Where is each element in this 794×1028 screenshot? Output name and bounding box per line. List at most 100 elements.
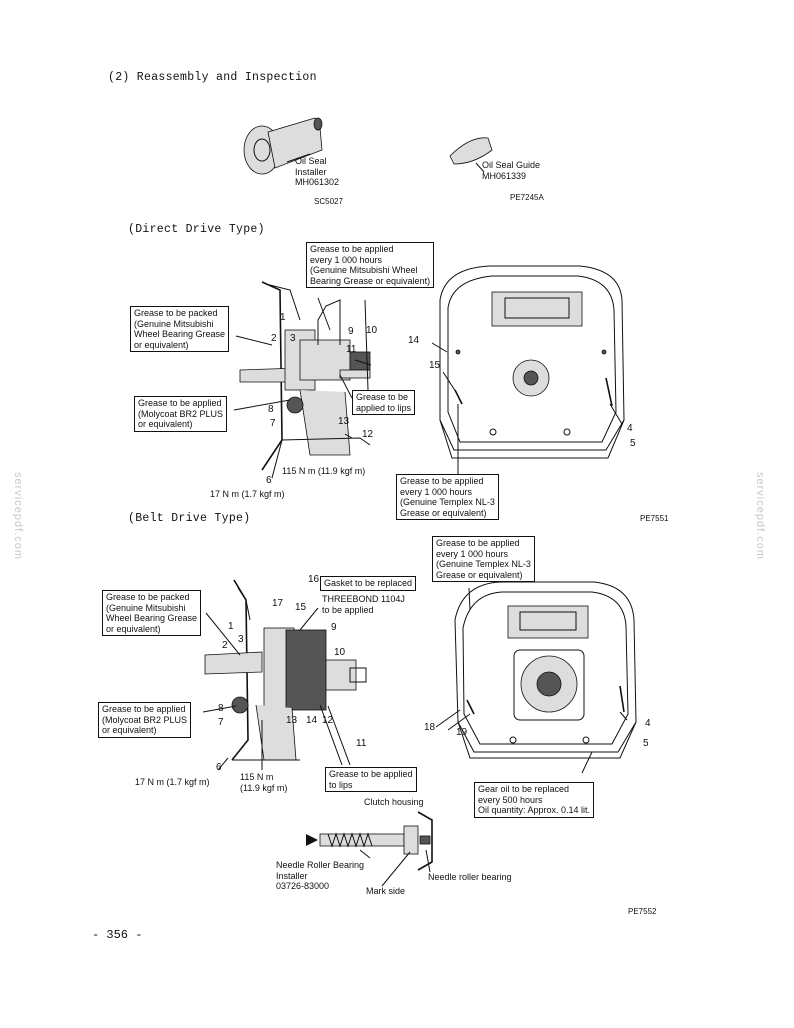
belt-drive-section-drawing [202, 579, 367, 771]
part-number-12: 12 [362, 429, 374, 440]
direct-drive-end-view-drawing [431, 265, 625, 474]
part-number-4: 4 [627, 423, 633, 434]
part-number-8: 8 [218, 703, 224, 714]
needle-bearing-installer-drawing [306, 811, 433, 887]
direct-drive-heading: (Direct Drive Type) [128, 223, 265, 236]
part-number-11: 11 [346, 344, 357, 355]
part-number-16: 16 [308, 574, 320, 585]
belt-drive-end-view-drawing [435, 581, 637, 774]
callout-line: or equivalent) [102, 725, 157, 735]
callout-line: Wheel Bearing Grease [134, 329, 226, 339]
belt-callout-templex: Grease to be applied every 1 000 hours (… [432, 536, 535, 582]
direct-torque-large: 115 N m (11.9 kgf m) [282, 466, 366, 476]
direct-callout-molycoat: Grease to be applied (Molycoat BR2 PLUS … [134, 396, 228, 432]
part-number-4: 4 [645, 718, 651, 729]
oil-seal-installer-label: Oil Seal Installer MH061302 [295, 156, 339, 188]
part-number-6: 6 [266, 475, 272, 486]
part-number-5: 5 [630, 438, 636, 449]
callout-line: Grease to be applied [102, 704, 186, 714]
callout-line: every 1 000 hours [310, 254, 383, 265]
callout-line: Grease to be packed [106, 592, 190, 602]
callout-line: or equivalent) [106, 623, 161, 634]
installer-part-number: MH061302 [295, 177, 340, 187]
callout-line: (Genuine Mitsubishi Wheel [310, 265, 418, 275]
installer-line-2: Installer [295, 166, 327, 177]
callout-line: Oil quantity: Approx. 0.14 lit. [478, 805, 591, 815]
part-number-13: 13 [338, 416, 350, 427]
part-number-10: 10 [366, 325, 378, 336]
fig-code-installer: SC5027 [314, 197, 343, 206]
part-number-19: 19 [456, 727, 468, 738]
belt-callout-gasket: Gasket to be replaced [320, 576, 417, 591]
callout-line: (Genuine Templex NL-3 [436, 559, 531, 569]
belt-callout-grease-packed: Grease to be packed (Genuine Mitsubishi … [102, 590, 202, 636]
callout-line: every 1 000 hours [436, 548, 509, 559]
part-number-3: 3 [290, 333, 296, 344]
direct-torque-small: 17 N m (1.7 kgf m) [210, 489, 285, 499]
callout-line: Grease to be [356, 392, 409, 402]
part-number-17: 17 [272, 598, 284, 609]
part-number-2: 2 [271, 333, 277, 344]
callout-line: Grease to be applied [138, 398, 222, 408]
needle-bearing-label: Needle roller bearing [428, 872, 512, 882]
belt-callout-molycoat: Grease to be applied (Molycoat BR2 PLUS … [98, 702, 192, 738]
part-number-14: 14 [306, 715, 318, 726]
part-number-7: 7 [270, 418, 276, 429]
part-number-15: 15 [429, 360, 441, 371]
belt-callout-lips: Grease to be applied to lips [325, 767, 417, 792]
part-number-5: 5 [643, 738, 649, 749]
oil-seal-guide-drawing [449, 137, 493, 173]
belt-torque-large: 115 N m (11.9 kgf m) [240, 772, 287, 793]
part-number-13: 13 [286, 715, 298, 726]
part-number-9: 9 [331, 622, 337, 633]
callout-line: Gear oil to be replaced [478, 784, 570, 794]
callout-line: (Genuine Mitsubishi [106, 602, 186, 613]
callout-line: (Genuine Mitsubishi [134, 318, 214, 329]
belt-threebond-label: THREEBOND 1104J to be applied [322, 594, 405, 615]
direct-callout-wheel-bearing-grease: Grease to be applied every 1 000 hours (… [306, 242, 435, 288]
callout-line: Wheel Bearing Grease [106, 613, 198, 623]
installer-line: Needle Roller Bearing [276, 860, 365, 870]
page-number: - 356 - [92, 928, 143, 942]
needle-installer-label: Needle Roller Bearing Installer 03726-83… [276, 860, 364, 892]
direct-callout-lips: Grease to be applied to lips [352, 390, 416, 415]
installer-part-number: 03726-83000 [276, 881, 330, 891]
part-number-9: 9 [348, 326, 354, 337]
watermark-right: servicepdf.com [753, 472, 766, 560]
mark-side-label: Mark side [366, 886, 406, 896]
part-number-2: 2 [222, 640, 228, 651]
callout-line: (Molycoat BR2 PLUS [138, 408, 224, 419]
torque-line: (11.9 kgf m) [240, 782, 288, 793]
callout-line: or equivalent) [134, 339, 189, 350]
part-number-12: 12 [322, 715, 334, 726]
callout-line: to lips [329, 779, 353, 790]
part-number-10: 10 [334, 647, 346, 658]
callout-line: every 1 000 hours [400, 486, 473, 497]
part-number-3: 3 [238, 634, 244, 645]
part-number-7: 7 [218, 717, 224, 728]
direct-drive-section-drawing [233, 281, 372, 479]
part-number-14: 14 [408, 335, 420, 346]
belt-fig-code: PE7552 [628, 907, 657, 916]
callout-line: Bearing Grease or equivalent) [310, 275, 431, 286]
part-number-11: 11 [356, 738, 367, 749]
part-number-15: 15 [295, 602, 307, 613]
callout-line: Grease to be applied [329, 769, 413, 779]
oil-seal-installer-drawing [243, 117, 323, 175]
part-number-6: 6 [216, 762, 222, 773]
part-number-18: 18 [424, 722, 436, 733]
torque-line: 115 N m [240, 772, 274, 782]
part-number-1: 1 [228, 621, 234, 632]
callout-line: (Molycoat BR2 PLUS [102, 714, 188, 725]
part-number-8: 8 [268, 404, 274, 415]
belt-torque-small: 17 N m (1.7 kgf m) [135, 777, 210, 787]
section-heading: (2) Reassembly and Inspection [108, 71, 317, 84]
belt-drive-heading: (Belt Drive Type) [128, 512, 251, 525]
belt-callout-gear-oil: Gear oil to be replaced every 500 hours … [474, 782, 595, 818]
direct-callout-templex: Grease to be applied every 1 000 hours (… [396, 474, 499, 520]
callout-line: Grease to be applied [436, 538, 520, 548]
threebond-line: THREEBOND 1104J [322, 594, 405, 604]
callout-line: (Genuine Templex NL-3 [400, 497, 495, 507]
installer-line: Installer [276, 870, 308, 881]
guide-part-number: MH061339 [482, 170, 527, 181]
